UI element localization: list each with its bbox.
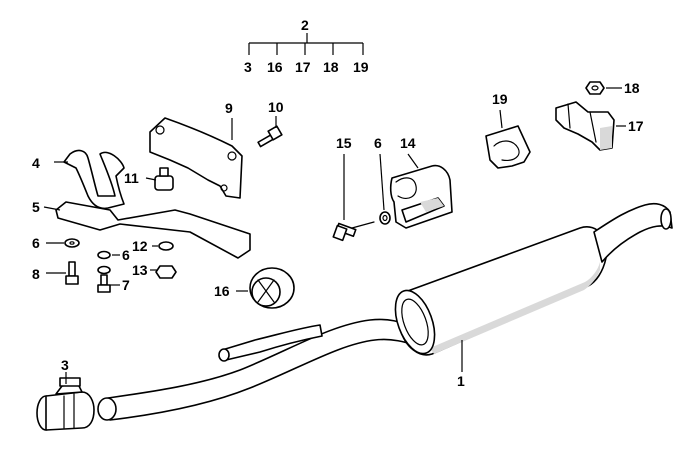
clip-19: 19 [485, 91, 531, 169]
muffler-assembly: 1 [97, 202, 673, 421]
callout-17: 17 [628, 118, 644, 134]
callout-6-left: 6 [32, 235, 40, 251]
callout-kit-18: 18 [323, 59, 339, 75]
bracket-assembly: 4 5 9 [32, 100, 251, 259]
callout-15: 15 [336, 135, 352, 151]
strap-bracket-4 [63, 149, 125, 210]
callout-4: 4 [32, 155, 40, 171]
callout-7: 7 [122, 277, 130, 293]
washer-6-mid [97, 250, 111, 260]
callout-14: 14 [400, 135, 416, 151]
callout-10: 10 [268, 99, 284, 115]
rubber-ring-16: 16 [214, 267, 295, 309]
callout-16: 16 [214, 283, 230, 299]
tail-pipe-end [660, 208, 672, 230]
bracket-9 [149, 117, 243, 199]
callout-3: 3 [61, 357, 69, 373]
branch-pipe [221, 324, 323, 361]
callout-1: 1 [457, 373, 465, 389]
pipe-inlet [97, 397, 117, 421]
callout-kit-19: 19 [353, 59, 369, 75]
nut-13 [155, 265, 177, 279]
callout-19: 19 [492, 91, 508, 107]
callout-8: 8 [32, 266, 40, 282]
branch-pipe-end [218, 348, 230, 362]
kit-callout-group: 2 3 16 17 18 19 [244, 17, 369, 75]
tail-pipe [593, 202, 673, 263]
hanger-assembly: 15 6 14 [332, 135, 453, 242]
callout-9: 9 [225, 100, 233, 116]
washer-12 [158, 241, 174, 251]
callout-5: 5 [32, 199, 40, 215]
callout-2: 2 [301, 17, 309, 33]
callout-12: 12 [132, 238, 148, 254]
rubber-mount-17: 17 [555, 101, 644, 151]
nut-18: 18 [585, 80, 640, 96]
rubber-mount-11 [154, 175, 174, 191]
hardware-left: 6 8 6 7 10 11 12 13 [32, 99, 284, 293]
pipe-clamp: 3 [36, 357, 95, 431]
callout-6-mid: 6 [122, 247, 130, 263]
callout-11: 11 [124, 170, 139, 186]
plate-5 [55, 201, 251, 259]
callout-6-right: 6 [374, 135, 382, 151]
callout-13: 13 [132, 262, 148, 278]
callout-kit-17: 17 [295, 59, 311, 75]
washer-6-left [64, 238, 80, 248]
callout-kit-3: 3 [244, 59, 252, 75]
muffler-front-cap [394, 289, 436, 355]
callout-kit-16: 16 [267, 59, 283, 75]
washer-6-right [379, 211, 391, 225]
front-pipe [107, 318, 419, 421]
callout-18: 18 [624, 80, 640, 96]
